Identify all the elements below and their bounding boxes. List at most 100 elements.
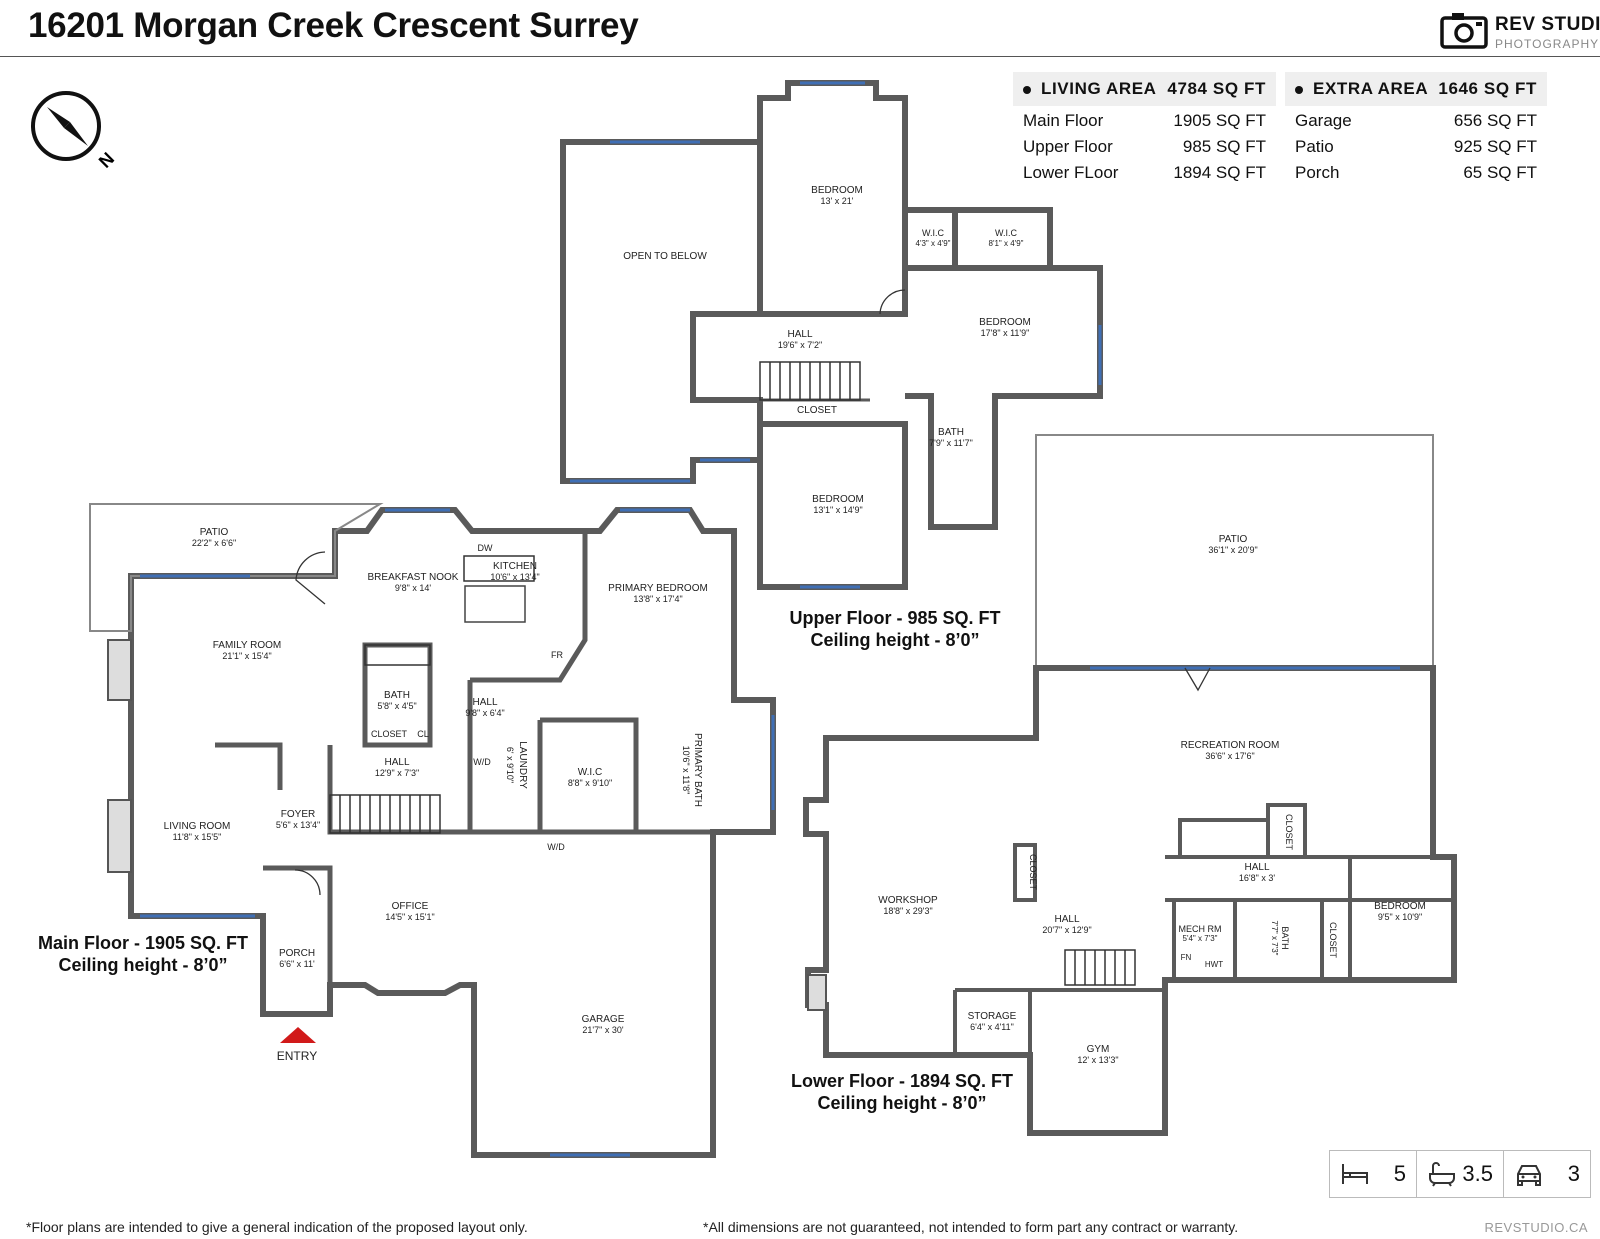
room-name: CLOSET — [1328, 922, 1338, 959]
room-dim: 13' x 21' — [821, 196, 854, 206]
baths-count: 3.5 — [1462, 1161, 1493, 1186]
area-row: Garage 656 SQ FT — [1285, 108, 1547, 134]
room-name: W/D — [547, 842, 565, 852]
compass-icon: N — [31, 91, 118, 172]
room-name: BEDROOM — [811, 185, 863, 196]
area-row-value: 65 SQ FT — [1463, 163, 1537, 182]
page-title: 16201 Morgan Creek Crescent Surrey — [28, 6, 639, 45]
area-row-value: 656 SQ FT — [1453, 111, 1537, 130]
room-name: WORKSHOP — [878, 895, 938, 906]
room-name: HALL — [1054, 914, 1079, 925]
room-dim: 7'7" x 7'3" — [1270, 921, 1279, 956]
room-dim: 36'1" x 20'9" — [1208, 545, 1257, 555]
garage-stat: 3 — [1503, 1151, 1590, 1197]
room-dim: 5'4" x 7'3" — [1183, 934, 1218, 943]
room-dim: 6'6" x 11' — [279, 959, 315, 969]
logo-subtext: PHOTOGRAPHY — [1495, 37, 1600, 51]
room-name: BATH — [384, 690, 410, 701]
room-name: FOYER — [281, 809, 315, 820]
room-name: W.I.C — [995, 228, 1017, 238]
room-dim: 36'6" x 17'6" — [1205, 751, 1254, 761]
footer-brand: REVSTUDIO.CA — [1484, 1220, 1588, 1235]
upper-hall — [693, 312, 905, 402]
room-dim: 9'8" x 14' — [395, 583, 431, 593]
room-dim: 13'1" x 14'9" — [813, 505, 862, 515]
bed-icon — [1342, 1164, 1368, 1184]
room-dim: 10'6" x 13'4" — [490, 572, 539, 582]
room-name: GARAGE — [582, 1014, 625, 1025]
room-name: BEDROOM — [812, 494, 864, 505]
bullet-icon — [1023, 85, 1031, 94]
room-name: FR — [551, 650, 563, 660]
upper-bedroom-1 — [757, 80, 908, 317]
area-row-value: 1894 SQ FT — [1173, 163, 1266, 182]
room-dim: 5'6" x 13'4" — [276, 820, 320, 830]
extra-area-label: EXTRA AREA — [1313, 79, 1429, 98]
footer-disclaimer-right: *All dimensions are not guaranteed, not … — [703, 1219, 1239, 1235]
room-name: BEDROOM — [1374, 901, 1426, 912]
property-stats: 5 3.5 3 — [1329, 1150, 1591, 1198]
camera-icon — [1440, 13, 1488, 49]
area-row: Porch 65 SQ FT — [1285, 160, 1547, 186]
room-name: W.I.C — [922, 228, 944, 238]
room-dim: 6'4" x 4'11" — [970, 1022, 1014, 1032]
area-row-name: Porch — [1295, 163, 1340, 182]
room-name: CL — [417, 729, 429, 739]
room-dim: 13'8" x 17'4" — [633, 594, 682, 604]
entry-arrow-icon — [280, 1027, 316, 1043]
room-dim: 14'5" x 15'1" — [385, 912, 434, 922]
room-name: W.I.C — [578, 767, 602, 778]
room-name: PRIMARY BATH — [692, 733, 703, 807]
living-area-header: LIVING AREA 4784 SQ FT — [1013, 72, 1276, 106]
area-row-value: 985 SQ FT — [1182, 137, 1266, 156]
floor-area-text: Upper Floor - 985 SQ. FT — [789, 608, 1001, 628]
room-dim: 21'1" x 15'4" — [222, 651, 271, 661]
area-row-name: Upper Floor — [1023, 137, 1113, 156]
extra-area-total: 1646 SQ FT — [1438, 79, 1537, 98]
room-name: RECREATION ROOM — [1181, 740, 1280, 751]
room-dim: 19'6" x 7'2" — [778, 340, 822, 350]
header-divider — [0, 56, 1600, 57]
room-name: HALL — [472, 697, 497, 708]
room-name: CLOSET — [371, 729, 408, 739]
room-name: OFFICE — [392, 901, 429, 912]
floor-area-text: Main Floor - 1905 SQ. FT — [37, 933, 249, 953]
ceiling-height-text: Ceiling height - 8’0” — [817, 1093, 987, 1113]
bullet-icon — [1295, 85, 1303, 94]
room-name: PATIO — [200, 527, 229, 538]
area-row-name: Lower FLoor — [1023, 163, 1119, 182]
area-row: Upper Floor 985 SQ FT — [1013, 134, 1276, 160]
room-name: FN — [1181, 953, 1192, 962]
room-name: BEDROOM — [979, 317, 1031, 328]
upper-bedroom-2 — [905, 265, 1103, 530]
room-name: CLOSET — [1028, 854, 1038, 891]
room-dim: 20'7" x 12'9" — [1042, 925, 1091, 935]
area-row-name: Garage — [1295, 111, 1352, 130]
room-name: BATH — [938, 427, 964, 438]
brand-logo: REV STUDIO PHOTOGRAPHY — [1440, 10, 1600, 51]
area-row: Lower FLoor 1894 SQ FT — [1013, 160, 1276, 186]
footer-disclaimer-left: *Floor plans are intended to give a gene… — [26, 1219, 528, 1235]
room-name: PATIO — [1219, 534, 1248, 545]
room-name: HALL — [384, 757, 409, 768]
room-dim: 22'2" x 6'6" — [192, 538, 236, 548]
extra-area-header: EXTRA AREA 1646 SQ FT — [1285, 72, 1547, 106]
room-name: HALL — [787, 329, 812, 340]
upper-open-to-below — [560, 139, 763, 484]
room-dim: 18'8" x 29'3" — [883, 906, 932, 916]
room-name: BREAKFAST NOOK — [368, 572, 459, 583]
room-dim: 5'8" x 4'5" — [377, 701, 416, 711]
room-dim: 6' x 9'10" — [505, 747, 515, 783]
room-name: MECH RM — [1179, 924, 1222, 934]
room-dim: 12' x 13'3" — [1077, 1055, 1118, 1065]
room-name: CLOSET — [797, 405, 837, 416]
room-name: KITCHEN — [493, 561, 537, 572]
room-name: CLOSET — [1284, 814, 1294, 851]
room-dim: 9'5" x 10'9" — [1378, 912, 1422, 922]
ceiling-height-text: Ceiling height - 8’0” — [810, 630, 980, 650]
floor-area-text: Lower Floor - 1894 SQ. FT — [790, 1071, 1014, 1091]
car-icon — [1517, 1165, 1541, 1186]
